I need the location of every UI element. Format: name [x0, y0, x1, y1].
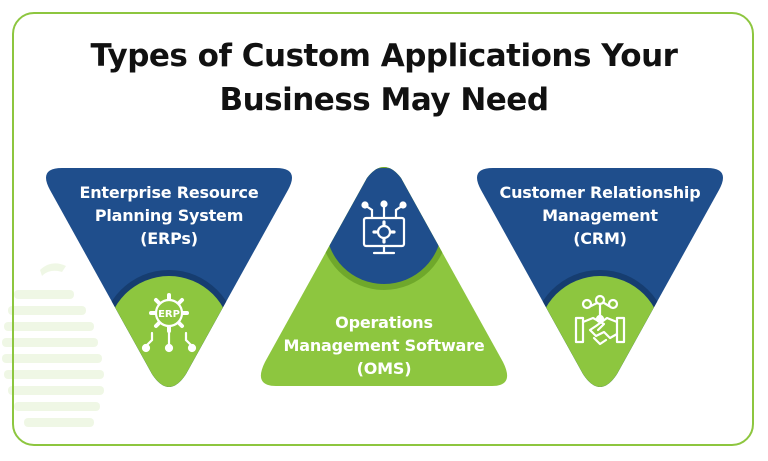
- erp-badge-text: ERP: [158, 309, 180, 320]
- oms-label-line-3: (OMS): [356, 359, 412, 378]
- crm-label-line-3: (CRM): [573, 229, 627, 248]
- erp-label-line-3: (ERPs): [140, 229, 198, 248]
- pear-watermark-icon: [2, 263, 104, 427]
- crm-label: Customer Relationship Management (CRM): [480, 181, 720, 250]
- erp-label-line-1: Enterprise Resource: [79, 183, 259, 202]
- oms-label-line-2: Management Software: [283, 336, 485, 355]
- computer-gear-icon: [361, 200, 407, 255]
- page-title: Types of Custom Applications Your Busine…: [0, 34, 768, 122]
- page-title-line-2: Business May Need: [219, 82, 549, 118]
- handshake-network-icon: [574, 294, 626, 346]
- erp-label: Enterprise Resource Planning System (ERP…: [49, 181, 289, 250]
- erp-gear-icon: [141, 293, 197, 353]
- oms-label-line-1: Operations: [335, 313, 433, 332]
- page-title-line-1: Types of Custom Applications Your: [90, 38, 678, 74]
- crm-label-line-1: Customer Relationship: [499, 183, 701, 202]
- crm-label-line-2: Management: [542, 206, 658, 225]
- oms-label: Operations Management Software (OMS): [264, 311, 504, 380]
- erp-label-line-2: Planning System: [94, 206, 244, 225]
